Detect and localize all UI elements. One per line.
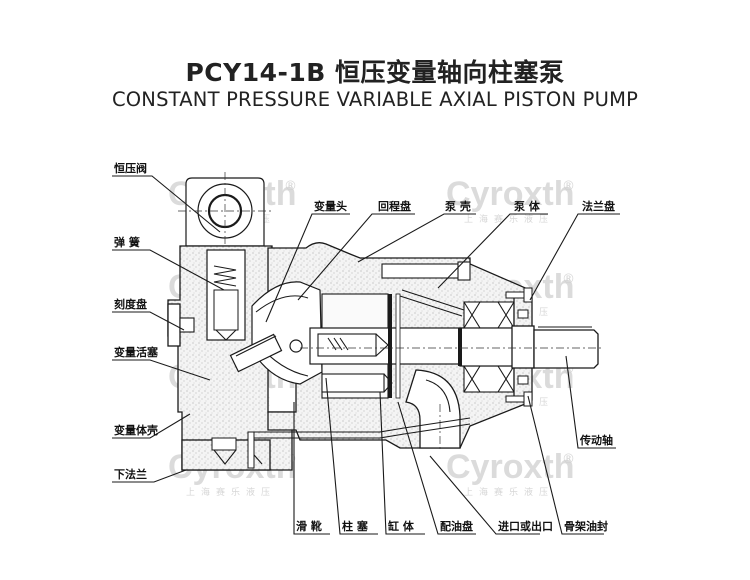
label-plunger: 柱 塞	[342, 519, 369, 533]
label-variable-head: 变量头	[314, 199, 347, 213]
label-pump-body: 泵 体	[514, 199, 541, 213]
title-chinese: PCY14-1B 恒压变量轴向柱塞泵	[185, 58, 565, 87]
shaft-collar	[511, 325, 535, 369]
svg-text:上海赛乐液压: 上海赛乐液压	[186, 486, 276, 498]
label-variable-housing: 变量体壳	[114, 423, 158, 437]
svg-text:Cyroxth: Cyroxth	[446, 175, 574, 213]
plunger-upper	[317, 333, 377, 357]
pump-drawing	[167, 172, 604, 471]
label-pump-casing: 泵 壳	[445, 199, 471, 213]
svg-text:®: ®	[562, 179, 575, 194]
label-skeleton-oil-seal: 骨架油封	[564, 519, 608, 533]
svg-text:上海赛乐液压: 上海赛乐液压	[464, 213, 554, 225]
label-return-plate: 回程盘	[378, 199, 411, 213]
flange-bolts	[505, 287, 533, 407]
label-slipper: 滑 靴	[296, 519, 322, 533]
label-drive-shaft: 传动轴	[579, 433, 613, 447]
svg-text:®: ®	[562, 452, 575, 467]
watermark: Cyroxth ® 上海赛乐液压	[446, 175, 575, 225]
plunger-lower	[321, 373, 385, 393]
label-constant-pressure-valve: 恒压阀	[114, 161, 147, 175]
part-labels: 恒压阀 弹 簧 刻度盘 变量活塞 变量体壳 下法兰 变量头 回程盘 泵 壳 泵 …	[114, 161, 615, 533]
svg-text:Cyroxth: Cyroxth	[446, 448, 574, 486]
label-valve-plate: 配油盘	[440, 519, 473, 533]
label-scale-disc: 刻度盘	[114, 297, 147, 311]
front-bearing-upper	[463, 301, 515, 329]
label-inlet-outlet: 进口或出口	[498, 519, 553, 533]
front-bearing-lower	[463, 365, 515, 393]
label-cylinder-block: 缸 体	[387, 519, 415, 533]
svg-text:上海赛乐液压: 上海赛乐液压	[464, 486, 554, 498]
ball-joint	[289, 339, 303, 353]
valve-plate-bars	[388, 293, 401, 399]
watermark: Cyroxth ® 上海赛乐液压	[446, 448, 575, 498]
title-english: CONSTANT PRESSURE VARIABLE AXIAL PISTON …	[111, 88, 639, 111]
label-spring: 弹 簧	[114, 235, 140, 249]
spring-coil	[213, 265, 237, 287]
leader-lines	[112, 175, 620, 535]
svg-text:®: ®	[284, 179, 297, 194]
label-lower-flange: 下法兰	[114, 467, 147, 481]
label-variable-piston: 变量活塞	[114, 345, 159, 359]
tilted-piston	[229, 333, 283, 373]
drive-shaft-body	[533, 329, 599, 369]
label-flange-plate: 法兰盘	[582, 199, 615, 213]
svg-text:®: ®	[562, 272, 575, 287]
